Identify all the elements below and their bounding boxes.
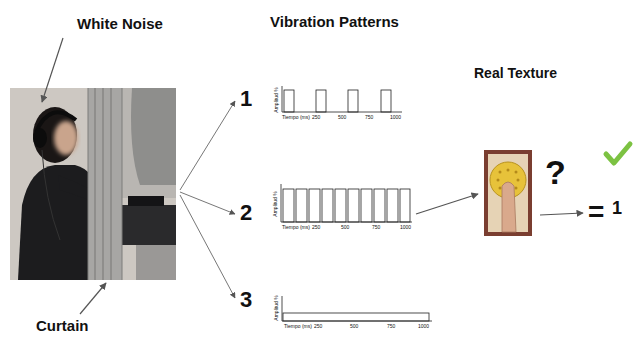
tick-label: 750 xyxy=(365,115,373,120)
pulse-chart xyxy=(282,86,402,112)
pattern-arrow xyxy=(416,194,478,214)
keyboard xyxy=(128,196,164,206)
texture-photo xyxy=(484,150,532,236)
callout-number: 1 xyxy=(240,88,252,110)
pulse-bar xyxy=(387,189,398,222)
pulse-bar xyxy=(348,189,359,222)
result-arrow xyxy=(540,213,583,215)
continuous-bar xyxy=(283,313,429,321)
axis-label: Amplitud % xyxy=(274,87,279,112)
tick-label: 500 xyxy=(350,324,358,329)
section-heading: Real Texture xyxy=(474,66,557,80)
photo-label: Curtain xyxy=(36,318,89,333)
pulse-bar xyxy=(284,90,294,112)
desk xyxy=(118,205,176,245)
lab-photo xyxy=(10,88,176,280)
tick-label: 500 xyxy=(338,115,346,120)
branch-arrow xyxy=(180,195,235,298)
chart-axes xyxy=(282,86,402,112)
blurred-face xyxy=(54,121,78,155)
pulse-bar xyxy=(400,189,410,222)
question-mark: ? xyxy=(545,155,566,189)
tick-label: 1000 xyxy=(400,225,411,230)
leader-arrow xyxy=(42,38,63,102)
pulse-bar xyxy=(283,189,294,222)
axis-label: Amplitud % xyxy=(274,295,279,320)
axis-label: Amplitud % xyxy=(273,191,278,216)
leader-arrow xyxy=(80,283,106,314)
result-number: 1 xyxy=(612,199,622,217)
pulse-bar xyxy=(335,189,346,222)
pulse-bar xyxy=(316,90,326,112)
pulse-chart xyxy=(281,184,412,222)
texture-board xyxy=(488,154,528,232)
callout-number: 3 xyxy=(240,289,252,311)
headphone-cable xyxy=(42,150,60,240)
tick-label: 1000 xyxy=(390,115,401,120)
axis-label: Tiempo (ms) xyxy=(284,324,312,329)
section-heading: Vibration Patterns xyxy=(270,14,399,29)
photo-label: White Noise xyxy=(77,16,163,31)
background-person xyxy=(131,88,176,185)
axis-label: Tiempo (ms) xyxy=(282,225,310,230)
axis-label: Tiempo (ms) xyxy=(282,115,310,120)
chart-axes xyxy=(282,296,432,321)
tick-label: 750 xyxy=(387,324,395,329)
pulse-bar xyxy=(322,189,333,222)
pulse-bar xyxy=(296,189,307,222)
pulse-bar xyxy=(348,90,358,112)
person-hair xyxy=(33,107,77,163)
callout-number: 2 xyxy=(240,202,252,224)
floor xyxy=(136,245,176,280)
photo-background xyxy=(10,88,176,280)
pulse-bar xyxy=(361,189,372,222)
curtain-edge xyxy=(88,88,122,280)
texture-frame xyxy=(484,150,532,236)
equals-sign: = xyxy=(588,198,604,226)
branch-arrow xyxy=(180,101,235,190)
pulse-bar xyxy=(374,189,385,222)
tick-label: 250 xyxy=(314,324,322,329)
pulse-chart xyxy=(282,296,432,321)
pulse-bar xyxy=(309,189,320,222)
curtain xyxy=(88,88,122,280)
headphone-cup xyxy=(33,128,47,148)
chart-axes xyxy=(281,184,412,222)
curtain-folds xyxy=(95,88,111,280)
photo-wall xyxy=(120,88,176,198)
finger xyxy=(502,182,516,232)
tick-label: 750 xyxy=(372,225,380,230)
tick-label: 1000 xyxy=(418,324,429,329)
tick-label: 500 xyxy=(341,225,349,230)
pulse-bar xyxy=(381,90,391,112)
tick-label: 250 xyxy=(312,115,320,120)
check-mark xyxy=(606,144,630,163)
tick-label: 250 xyxy=(312,225,320,230)
